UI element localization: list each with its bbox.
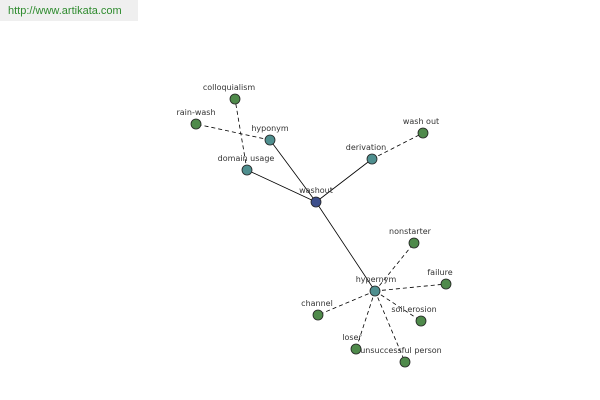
node-marker[interactable] [310,196,322,208]
node-loser[interactable]: loser [342,333,362,355]
node-label: colloquialism [203,83,256,92]
node-domain-usage[interactable]: domain usage [218,154,275,176]
node-wash-out[interactable]: wash out [403,117,439,139]
node-label: washout [299,186,333,195]
edge-hypernym-channel [317,290,376,316]
node-marker[interactable] [399,356,411,368]
node-label: failure [427,268,452,277]
node-marker[interactable] [369,285,381,297]
node-hyponym[interactable]: hyponym [251,124,289,146]
node-soil-erosion[interactable]: soil erosion [391,305,437,327]
node-marker[interactable] [366,153,378,165]
url-banner: http://www.artikata.com [0,0,138,21]
node-marker[interactable] [190,118,202,130]
edge-layer [195,98,447,363]
edge-washout-domain_usage [246,169,317,203]
node-unsuccessful-person[interactable]: unsuccessful person [360,346,442,368]
node-layer: washout hyponym domain usage derivation hype… [176,83,453,368]
edge-hypernym-unsuccessful_person [374,290,406,363]
site-url-link[interactable]: http://www.artikata.com [8,5,122,17]
node-hypernym[interactable]: hypernym [356,275,397,297]
node-label: nonstarter [389,227,432,236]
node-label: rain-wash [176,108,215,117]
node-marker[interactable] [350,343,362,355]
node-marker[interactable] [264,134,276,146]
node-derivation[interactable]: derivation [346,143,386,165]
edge-hyponym-rain_wash [195,123,271,141]
node-marker[interactable] [408,237,420,249]
node-label: domain usage [218,154,275,163]
edge-washout-derivation [315,158,373,203]
edge-hypernym-failure [374,283,447,292]
node-marker[interactable] [417,127,429,139]
node-label: derivation [346,143,386,152]
edge-washout-hyponym [269,139,317,203]
edge-washout-hypernym [315,201,376,292]
edge-hypernym-soil_erosion [374,290,422,322]
node-label: loser [342,333,362,342]
node-marker[interactable] [312,309,324,321]
node-rain-wash[interactable]: rain-wash [176,108,216,130]
node-label: channel [301,299,333,308]
node-channel[interactable]: channel [301,299,333,321]
node-failure[interactable]: failure [427,268,453,290]
edge-hypernym-nonstarter [374,242,415,292]
node-colloquialism[interactable]: colloquialism [203,83,256,105]
node-marker[interactable] [229,93,241,105]
edge-derivation-wash_out [371,132,424,160]
edge-domain_usage-colloquialism [234,98,248,171]
node-label: unsuccessful person [360,346,442,355]
node-marker[interactable] [415,315,427,327]
node-marker[interactable] [440,278,452,290]
node-nonstarter[interactable]: nonstarter [389,227,432,249]
node-label: wash out [403,117,439,126]
node-label: hyponym [251,124,289,133]
node-label: hypernym [356,275,397,284]
node-label: soil erosion [391,305,436,314]
node-marker[interactable] [241,164,253,176]
node-washout[interactable]: washout [299,186,333,208]
edge-hypernym-loser [355,290,376,350]
